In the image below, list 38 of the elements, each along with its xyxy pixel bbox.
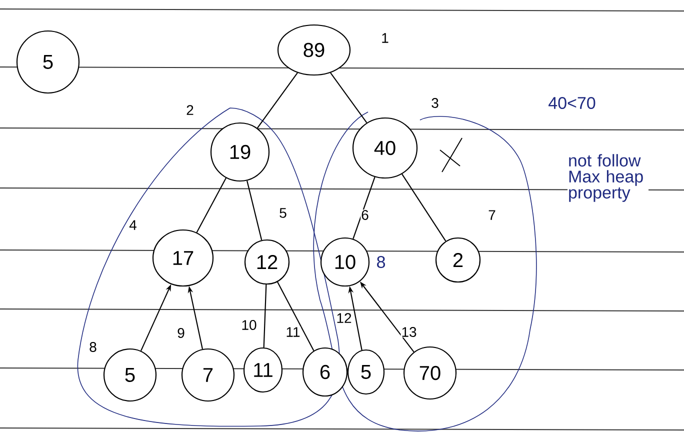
index-number: 11 <box>286 327 300 337</box>
heap-node: 10 <box>320 237 370 287</box>
heap-node: 6 <box>302 347 348 397</box>
tree-edge <box>196 178 226 233</box>
index-number: 12 <box>337 313 352 323</box>
heap-node: 89 <box>277 24 351 76</box>
tree-edge <box>256 72 298 128</box>
heap-node: 19 <box>210 122 270 182</box>
index-number: 4 <box>129 220 136 230</box>
handwritten-note: 40<70 <box>548 96 596 110</box>
index-number: 8 <box>90 342 96 352</box>
heap-node: 7 <box>181 348 235 402</box>
index-number: 2 <box>186 105 194 115</box>
tree-edge <box>402 174 446 242</box>
heap-node: 70 <box>403 346 457 400</box>
question-number: 5 <box>16 30 80 94</box>
index-number: 1 <box>382 33 388 43</box>
index-number: 5 <box>280 208 286 218</box>
index-number: 8 <box>377 256 385 268</box>
heap-node: 12 <box>244 239 290 285</box>
handwritten-note: not follow Max heap property <box>569 154 643 202</box>
index-number: 3 <box>432 98 438 108</box>
index-number: 10 <box>242 320 256 330</box>
tree-edge <box>277 282 314 351</box>
heap-node: 5 <box>347 349 385 395</box>
tree-edge <box>263 284 267 348</box>
tree-edge <box>352 176 376 240</box>
index-number: 6 <box>362 210 368 220</box>
index-number: 9 <box>178 328 184 338</box>
heap-node: 2 <box>435 237 481 283</box>
heap-node: 11 <box>243 347 283 393</box>
heap-node: 40 <box>352 117 418 179</box>
index-number: 7 <box>488 210 496 220</box>
index-number: 13 <box>402 327 416 337</box>
tree-edge <box>330 72 368 124</box>
heap-node: 5 <box>103 348 157 402</box>
heap-node: 17 <box>152 229 214 287</box>
tree-edge <box>246 180 262 240</box>
